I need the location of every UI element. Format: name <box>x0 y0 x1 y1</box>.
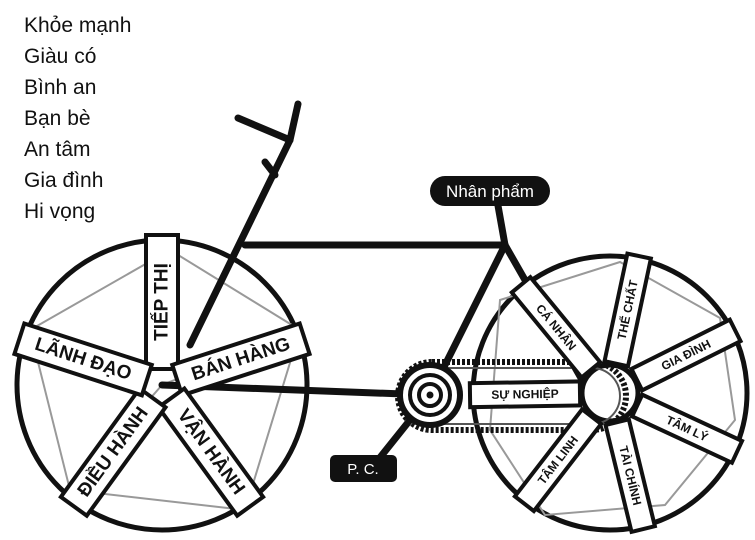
saddle: Nhân phẩm <box>430 176 550 206</box>
pedal-tag: P. C. <box>330 455 397 482</box>
saddle-label: Nhân phẩm <box>446 182 534 201</box>
pedal-label: P. C. <box>347 461 378 478</box>
spoke: SỰ NGHIỆP <box>470 381 580 407</box>
chainring <box>400 365 460 425</box>
spoke: TIẾP THỊ <box>146 235 178 369</box>
spoke-label: TIẾP THỊ <box>151 263 173 341</box>
spoke-label: SỰ NGHIỆP <box>491 386 559 402</box>
